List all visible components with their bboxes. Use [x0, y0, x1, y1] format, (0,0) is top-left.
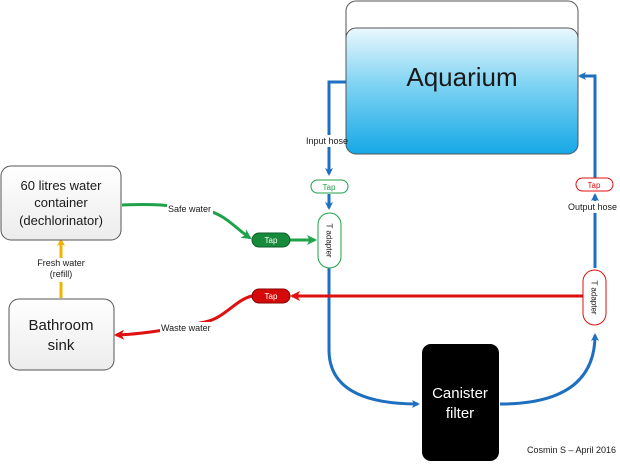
safe-water-tap-label: Tap — [265, 236, 278, 245]
waste-water-tap-label: Tap — [265, 292, 278, 301]
left-t-adapter[interactable]: T adapter — [317, 212, 342, 269]
bathroom-sink-node[interactable]: Bathroom sink — [8, 298, 115, 371]
aquarium-label: Aquarium — [406, 62, 517, 92]
canister-filter-node[interactable]: Canister filter — [422, 344, 499, 461]
left-t-adapter-label: T adapter — [325, 223, 334, 257]
canister-filter-box — [422, 344, 499, 461]
input-tap-label: Tap — [323, 183, 336, 192]
input-hose-label: Input hose — [306, 136, 348, 146]
right-t-adapter-label: T adapter — [590, 280, 599, 314]
output-hose-line-2 — [578, 72, 597, 178]
fresh-water-label-line1: Fresh water — [37, 258, 85, 268]
aquarium-node[interactable]: Aquarium — [345, 0, 579, 155]
water-container-node[interactable]: 60 litres water container (dechlorinator… — [0, 165, 122, 241]
filter-outlet-line — [499, 333, 599, 406]
safe-water-tap[interactable]: Tap — [251, 232, 291, 248]
sink-label-line1: Bathroom — [28, 317, 93, 334]
container-label-line3: (dechlorinator) — [19, 213, 103, 228]
waste-water-tap[interactable]: Tap — [251, 288, 291, 304]
safe-water-label: Safe water — [168, 204, 211, 214]
input-tap[interactable]: Tap — [310, 179, 349, 194]
waste-water-label: Waste water — [161, 323, 211, 333]
input-hose-line — [325, 80, 346, 176]
output-hose-label: Output hose — [568, 202, 617, 212]
safe-water-label-bg — [167, 203, 213, 214]
bathroom-sink-box — [8, 298, 115, 371]
filter-inlet-line — [327, 268, 420, 408]
sink-label-line2: sink — [48, 337, 75, 354]
waste-water-label-bg — [160, 322, 212, 333]
canister-label-line2: filter — [446, 405, 474, 422]
container-label-line1: 60 litres water — [21, 178, 103, 193]
output-tap[interactable]: Tap — [575, 177, 614, 192]
output-tap-label: Tap — [588, 181, 601, 190]
credit-text: Cosmin S – April 2016 — [527, 445, 616, 455]
input-hose-label-bg — [305, 135, 345, 147]
fresh-water-label-bg — [36, 258, 86, 282]
canister-label-line1: Canister — [432, 385, 488, 402]
fresh-water-label-line2: (refill) — [50, 269, 73, 279]
aquarium-tank — [345, 27, 579, 155]
water-container-box — [0, 165, 122, 241]
output-hose-label-bg — [567, 201, 619, 213]
container-label-line2: container — [34, 195, 88, 210]
right-t-adapter[interactable]: T adapter — [582, 269, 607, 326]
